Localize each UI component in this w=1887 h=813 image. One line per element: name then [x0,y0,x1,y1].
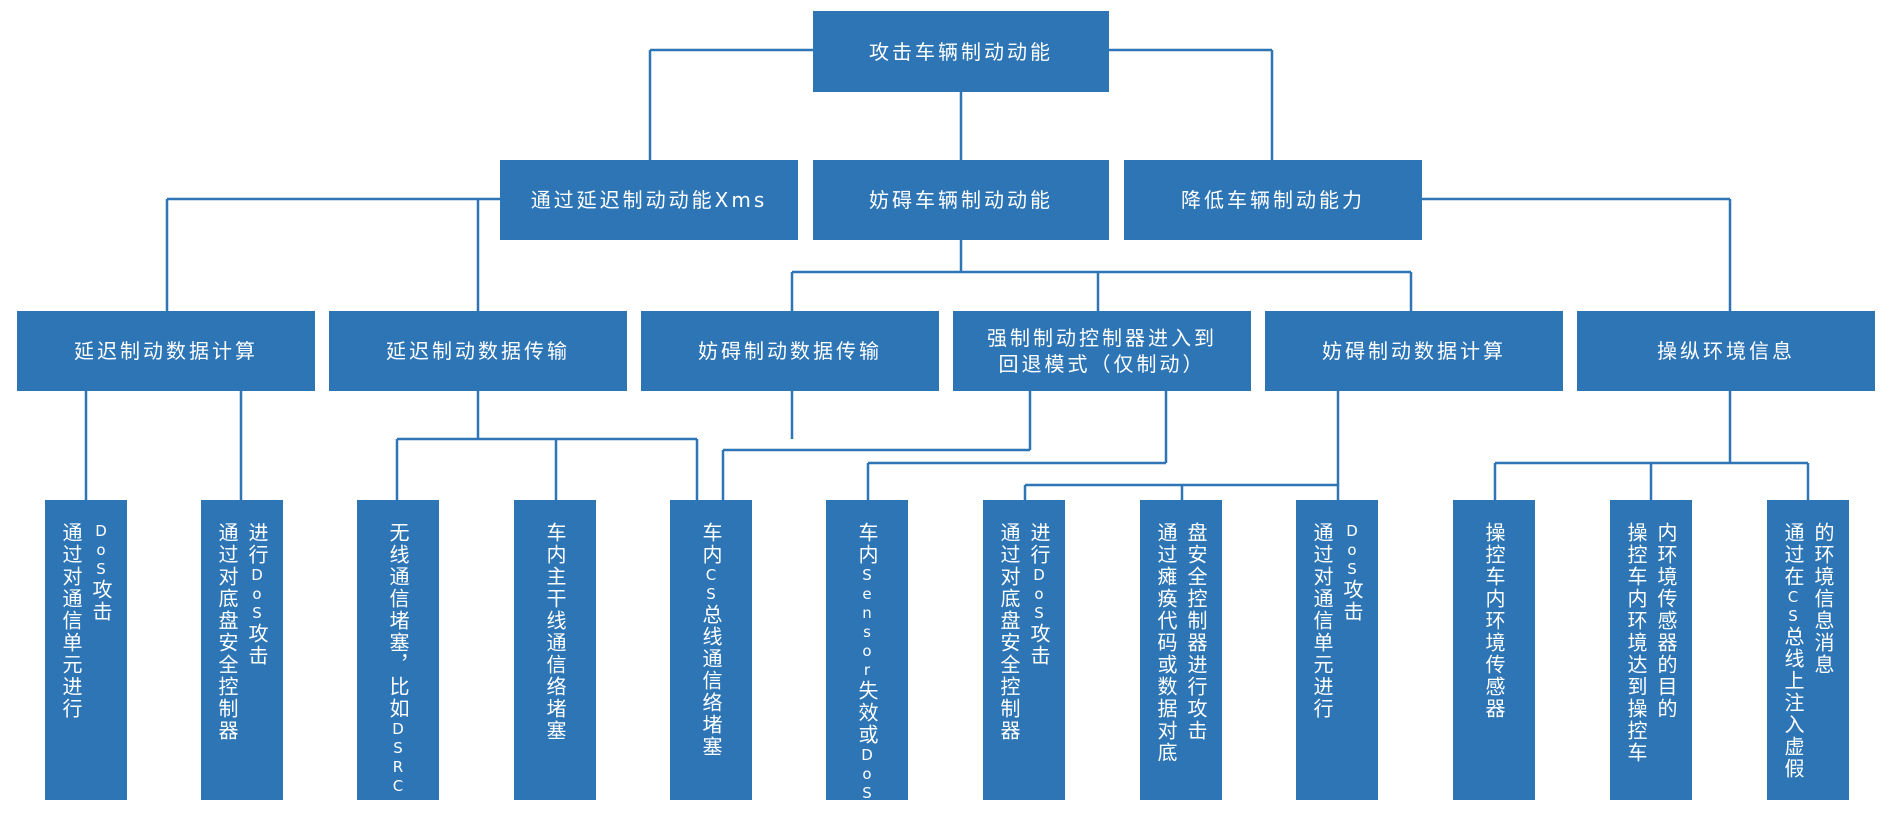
level3-node-col1: 通过对通信单元进行 [1310,522,1334,720]
level3-node-col1: 通过瘫痪代码或数据对底 [1154,522,1178,764]
level3-node: 通过在CS总线上注入虚假 的环境信息消息 [1767,500,1849,800]
level3-node-col1: 车内主干线通信络堵塞 [543,522,567,742]
level3-node: 车内CS总线通信络堵塞 [670,500,752,800]
level3-node-col2: 内环境传感器的目的 [1654,522,1678,720]
level3-node: 通过瘫痪代码或数据对底 盘安全控制器进行攻击 [1140,500,1222,800]
level3-node-col2: 的环境信息消息 [1811,522,1835,676]
level1-node-label: 通过延迟制动动能Xms [530,188,768,212]
level3-node: 车内Sensor失效或DoS [826,500,908,803]
level3-node-col2: 进行DoS攻击 [1027,522,1051,667]
level2-node-label: 操纵环境信息 [1657,339,1795,363]
level3-node: 通过对底盘安全控制器 进行DoS攻击 [983,500,1065,800]
level3-node: 操控车内环境达到操控车 内环境传感器的目的 [1610,500,1692,800]
level2-node-delay-compute: 延迟制动数据计算 [17,311,315,391]
level3-node-col1: 操控车内环境传感器 [1482,522,1506,720]
level3-node-col1: 通过对底盘安全控制器 [997,522,1021,742]
level3-node-col1: 通过对底盘安全控制器 [215,522,239,742]
level2-node-label-line1: 强制制动控制器进入到 [987,326,1217,350]
level3-node-col1: 车内CS总线通信络堵塞 [699,522,723,758]
level3-node-col1: 无线通信堵塞，比如DSRC [386,522,410,796]
level2-node-label: 延迟制动数据传输 [386,339,570,363]
level1-node-reduce: 降低车辆制动能力 [1124,160,1422,240]
level2-node-fallback-mode: 强制制动控制器进入到 回退模式（仅制动） [953,311,1251,391]
level3-node-col2: 进行DoS攻击 [245,522,269,667]
level3-node: 通过对底盘安全控制器 进行DoS攻击 [201,500,283,800]
level3-node: 车内主干线通信络堵塞 [514,500,596,800]
level3-node: 通过对通信单元进行 DoS攻击 [1296,500,1378,800]
level3-node-col1: 车内Sensor失效或DoS [855,522,879,803]
level1-node-delay: 通过延迟制动动能Xms [500,160,798,240]
level1-node-label: 降低车辆制动能力 [1181,188,1365,212]
level2-node-obstruct-compute: 妨碍制动数据计算 [1265,311,1563,391]
level3-node: 通过对通信单元进行 DoS攻击 [45,500,127,800]
level3-node: 操控车内环境传感器 [1453,500,1535,800]
level3-node: 无线通信堵塞，比如DSRC [357,500,439,800]
root-node: 攻击车辆制动动能 [813,11,1109,92]
level2-node-manipulate-env: 操纵环境信息 [1577,311,1875,391]
level3-node-col1: 操控车内环境达到操控车 [1624,522,1648,764]
level3-node-col2: DoS攻击 [1340,522,1364,623]
level2-node-label-line2: 回退模式（仅制动） [998,352,1206,376]
level2-node-obstruct-transmit: 妨碍制动数据传输 [641,311,939,391]
level3-node-col1: 通过在CS总线上注入虚假 [1781,522,1805,780]
level3-node-col2: 盘安全控制器进行攻击 [1184,522,1208,742]
level3-node-col2: DoS攻击 [89,522,113,623]
level2-node-label: 妨碍制动数据计算 [1322,339,1506,363]
level2-node-delay-transmit: 延迟制动数据传输 [329,311,627,391]
level1-node-obstruct: 妨碍车辆制动动能 [813,160,1109,240]
root-node-label: 攻击车辆制动动能 [869,39,1053,64]
level2-node-label: 延迟制动数据计算 [74,339,258,363]
level1-node-label: 妨碍车辆制动动能 [869,188,1053,212]
level3-node-col1: 通过对通信单元进行 [59,522,83,720]
level2-node-label: 妨碍制动数据传输 [698,339,882,363]
